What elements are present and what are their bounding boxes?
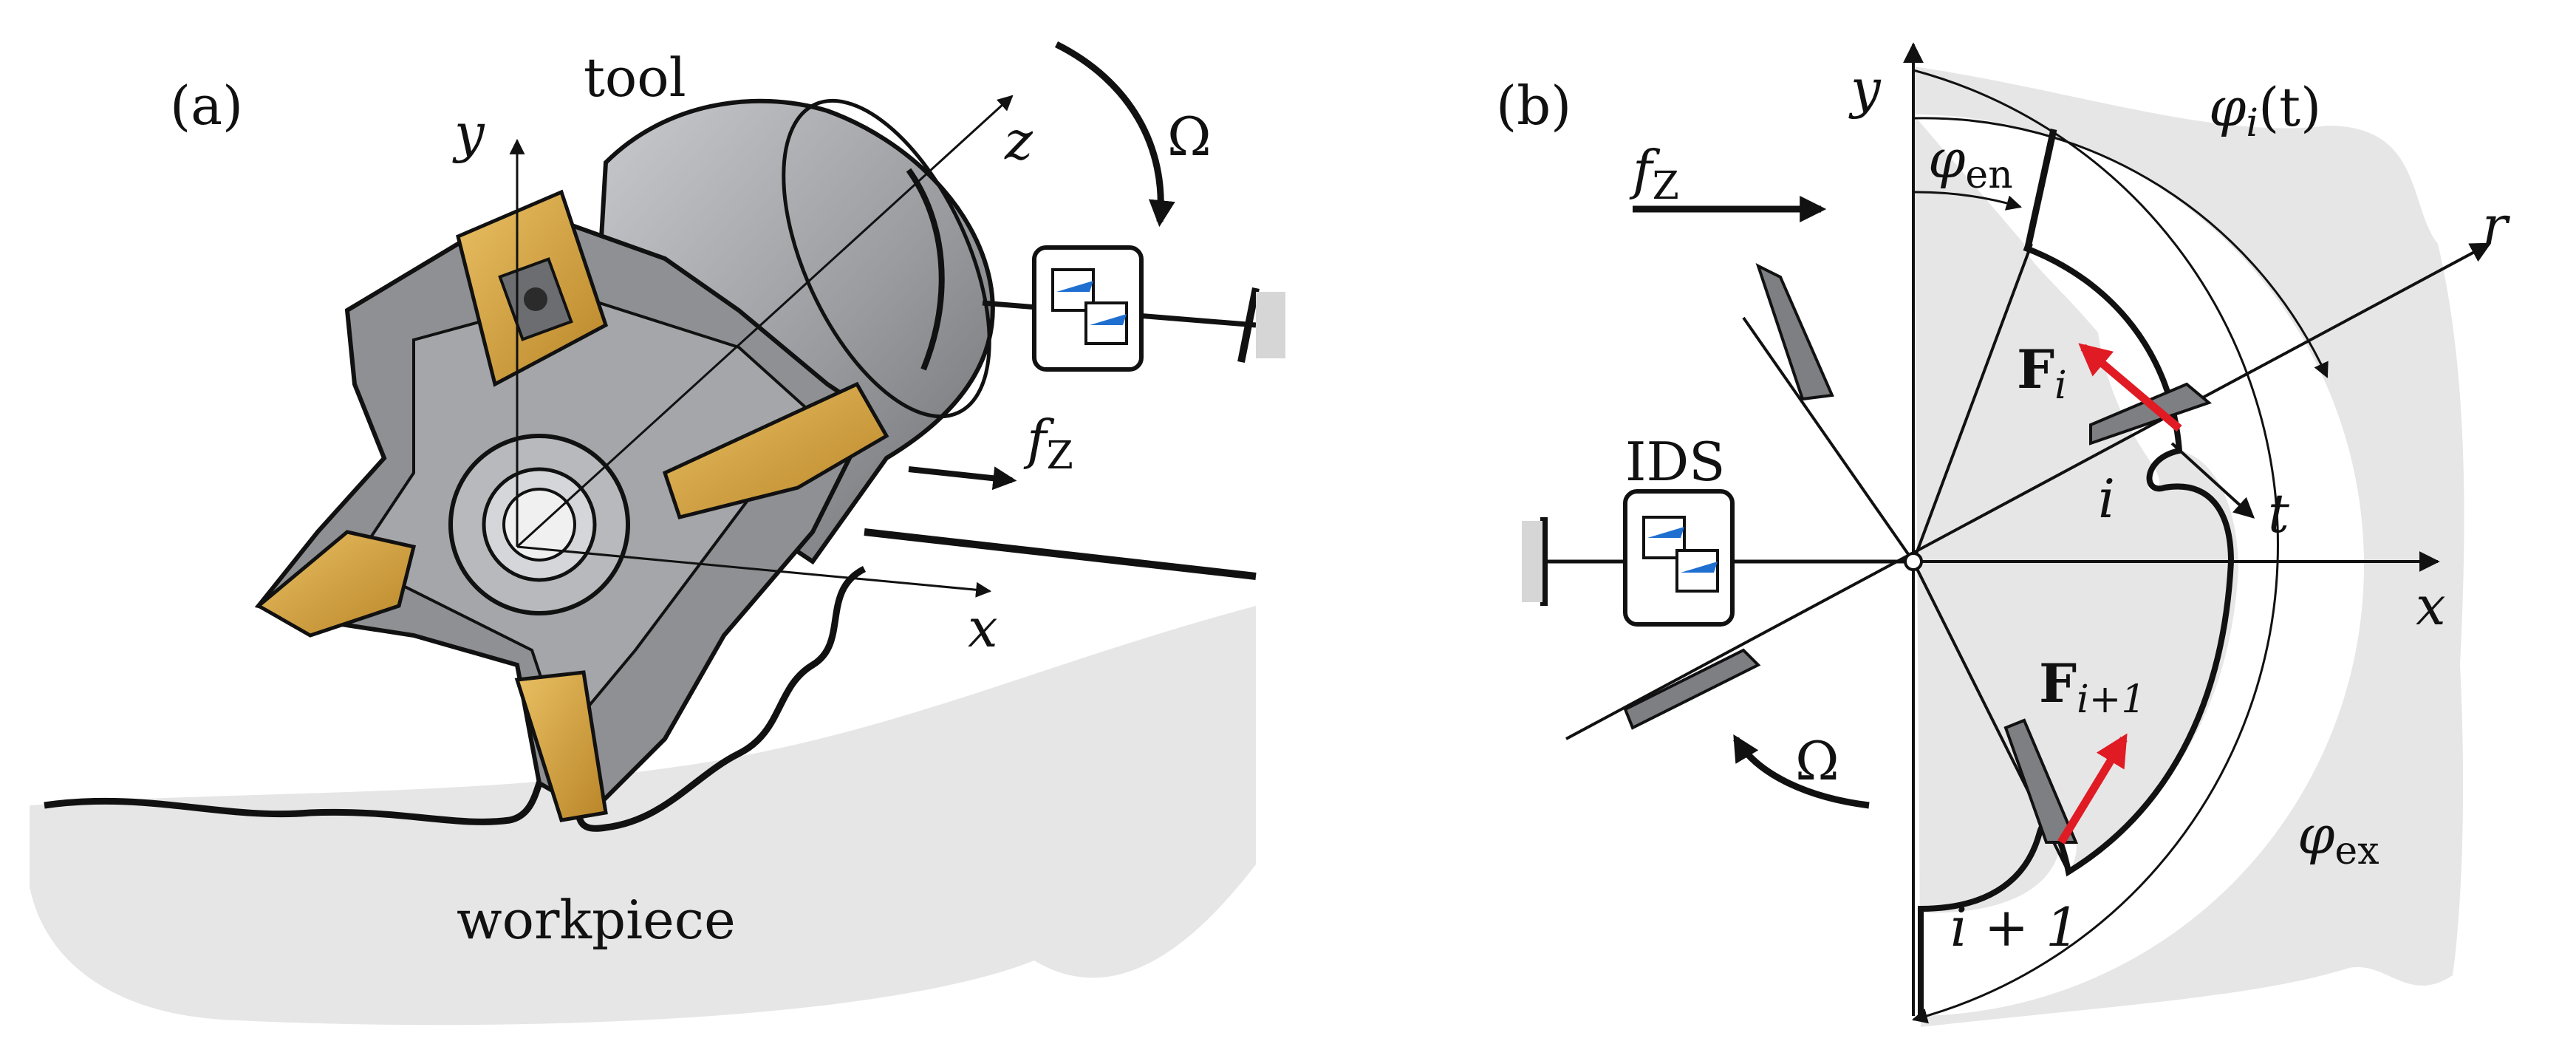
rotation-arrow-b [1733, 734, 1870, 809]
phi-i-label: φi(t) [2209, 76, 2321, 146]
force-i1-label: Fi+1 [2039, 652, 2145, 722]
origin-b [1904, 552, 1923, 571]
entry-edge-b [2024, 129, 2057, 248]
force-arrow-i [2078, 343, 2182, 432]
tool-body [254, 98, 995, 816]
arc-phi-en [1913, 191, 2023, 211]
tooth-i1-label: i + 1 [1950, 896, 2080, 958]
sensor-icon-b [1623, 489, 1735, 627]
ground-hatch-a [1256, 292, 1285, 358]
axis-y-a-label: y [452, 102, 485, 164]
tooth-i-plus-1 [2003, 718, 2079, 844]
axis-z-a-label: z [1004, 109, 1034, 171]
feed-b-label: fZ [1629, 139, 1679, 208]
workpiece-label: workpiece [457, 889, 736, 951]
axis-t-b [2170, 442, 2255, 519]
feed-a-label: fZ [1023, 409, 1073, 478]
axis-t-b-label: t [2268, 482, 2290, 545]
phi-en-label: φen [1928, 128, 2013, 197]
axis-y-b-label: y [1848, 58, 1882, 120]
axis-r-b-label: r [2482, 194, 2510, 256]
panel-a: (a) tool workpiece y z x Ω fZ [30, 41, 1285, 1026]
feed-arrow-a [908, 466, 1017, 491]
tooth-i [2089, 382, 2213, 446]
panel-b: (b) y x r t IDS Ω fZ φen φi(t) φex Fi Fi… [1496, 42, 2510, 1027]
tooth-lower-left [1623, 648, 1761, 730]
arc-phi-ex [1911, 69, 2279, 1024]
cut-region-b [1913, 115, 2364, 1016]
omega-a-label: Ω [1167, 106, 1212, 168]
tooth-upper-left [1755, 263, 1834, 401]
omega-b-label: Ω [1795, 730, 1839, 792]
force-arrow-i-plus-1 [2057, 733, 2128, 845]
force-i-label: Fi [2017, 338, 2067, 408]
workpiece-top-line-a [864, 528, 1257, 580]
ground-bar-a [1237, 287, 1260, 363]
insert-left [255, 530, 417, 638]
radial-line-1 [1912, 243, 2033, 562]
phi-ex-label: φex [2297, 804, 2379, 873]
axis-r-b [1565, 242, 2492, 740]
axis-x-a-label: x [968, 597, 998, 659]
arc-phi-i [1913, 117, 2329, 378]
radial-line-2 [1742, 316, 1915, 563]
panel-a-label: (a) [170, 75, 243, 137]
axis-x-b-label: x [2416, 575, 2446, 637]
insert-bottom [514, 670, 608, 822]
panel-b-label: (b) [1496, 75, 1571, 137]
tooth-i-label: i [2098, 468, 2115, 530]
axis-z-a [516, 95, 1014, 548]
insert-right [662, 381, 889, 519]
rotation-arrow-a [1054, 41, 1175, 228]
axis-x-a [516, 545, 992, 598]
sensor-icon-a [1032, 245, 1144, 372]
ground-hatch-b [1522, 521, 1542, 602]
tool-label: tool [584, 47, 686, 109]
ids-label: IDS [1625, 431, 1726, 493]
